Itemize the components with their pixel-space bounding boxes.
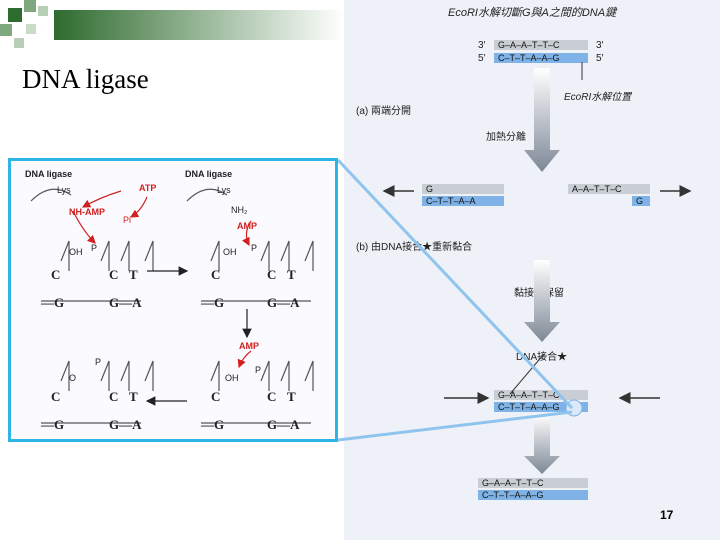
ligase-label-left: DNA ligase — [25, 169, 73, 179]
ligase-label-right: DNA ligase — [185, 169, 233, 179]
deco-square — [14, 38, 24, 48]
base-label: C — [211, 267, 221, 282]
pair-label: G—A — [267, 295, 300, 310]
final-bottom-strand: C–T–T–A–A–G — [478, 490, 588, 500]
strand-end-label: 5′ — [596, 53, 604, 64]
header-gradient-bar — [54, 10, 344, 40]
pair-label: —G — [41, 417, 65, 432]
base-label: T — [287, 389, 296, 404]
base-label: C — [267, 267, 277, 282]
seq-bottom-strand: C–T–T–A–A–G — [494, 53, 588, 63]
final-top-strand: G–A–A–T–T–C — [478, 478, 588, 488]
slide-title: DNA ligase — [22, 64, 149, 94]
base-label: C — [211, 389, 221, 404]
atp-label: ATP — [139, 183, 157, 193]
mechanism-diagram — [30, 188, 314, 424]
phosphate-label: P — [95, 357, 102, 367]
base-label: C — [109, 389, 119, 404]
frag-right-bottom: G — [632, 196, 650, 206]
pi-label: Pi — [123, 215, 132, 225]
base-label: C — [267, 389, 277, 404]
deco-square — [38, 6, 48, 16]
down-arrow — [524, 260, 560, 342]
ligase-pointer — [509, 353, 545, 395]
base-label: C — [109, 267, 119, 282]
frag-right-top: A–A–T–T–C — [568, 184, 650, 194]
o-label: O — [69, 373, 77, 383]
base-label: C — [51, 389, 61, 404]
amp-label: AMP — [239, 341, 259, 351]
heat-label: 加熱分離 — [486, 132, 526, 143]
deco-square — [24, 0, 36, 12]
base-label: T — [129, 267, 138, 282]
lys-label: Lys — [57, 185, 71, 195]
down-arrow — [524, 414, 560, 474]
nh2-label: NH₂ — [231, 205, 248, 215]
seq-top-strand: G–A–A–T–T–C — [494, 40, 588, 50]
pair-label: —G — [201, 417, 225, 432]
lys-label: Lys — [217, 185, 231, 195]
strand-end-label: 5′ — [478, 53, 486, 64]
base-label: T — [287, 267, 296, 282]
amp-label: AMP — [237, 221, 257, 231]
pair-label: G—A — [267, 417, 300, 432]
deco-square — [26, 24, 36, 34]
ligase-mechanism-inset: DNA ligase Lys ATP NH-AMP Pi DNA ligase … — [8, 158, 338, 442]
pair-label: G—A — [109, 417, 142, 432]
pair-label: G—A — [109, 295, 142, 310]
strand-end-label: 3′ — [596, 40, 604, 51]
phosphate-label: P — [91, 243, 98, 253]
oh-label: OH — [69, 247, 83, 257]
oh-label: OH — [225, 373, 239, 383]
ligation-site-marker — [565, 399, 583, 417]
base-label: C — [51, 267, 61, 282]
phosphate-label: P — [251, 243, 258, 253]
deco-square — [0, 24, 12, 36]
cut-site-label: EcoRI水解位置 — [564, 92, 632, 103]
pair-label: —G — [41, 295, 65, 310]
oh-label: OH — [223, 247, 237, 257]
pair-label: —G — [201, 295, 225, 310]
ecori-figure: EcoRI水解切斷G與A之間的DNA鍵 3′ G–A–A–T–T–C 3′ 5′… — [344, 0, 720, 540]
figure-arrows — [382, 62, 692, 474]
figure-heading: EcoRI水解切斷G與A之間的DNA鍵 — [448, 7, 617, 19]
step-a-label: (a) 兩端分開 — [356, 106, 411, 117]
base-label: T — [129, 389, 138, 404]
nh-amp-label: NH-AMP — [69, 207, 105, 217]
page-number: 17 — [660, 508, 674, 522]
strand-end-label: 3′ — [478, 40, 486, 51]
down-arrow — [524, 68, 560, 172]
deco-square — [8, 8, 22, 22]
phosphate-label: P — [255, 365, 262, 375]
